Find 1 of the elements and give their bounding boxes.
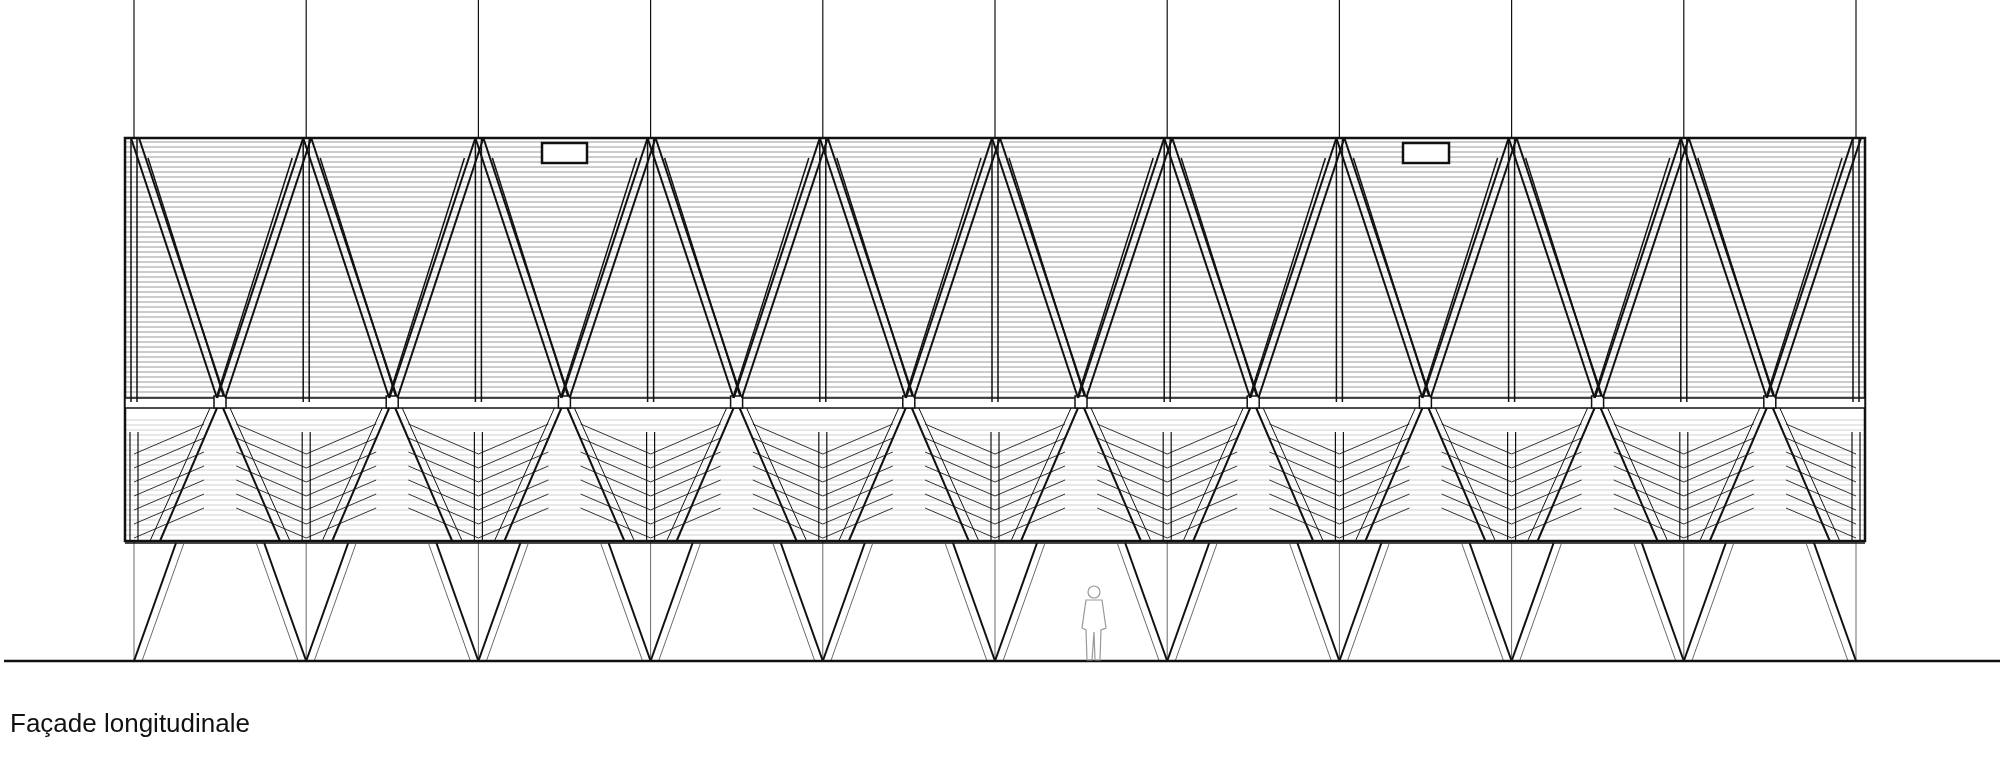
drawing-caption: Façade longitudinale	[10, 708, 250, 739]
